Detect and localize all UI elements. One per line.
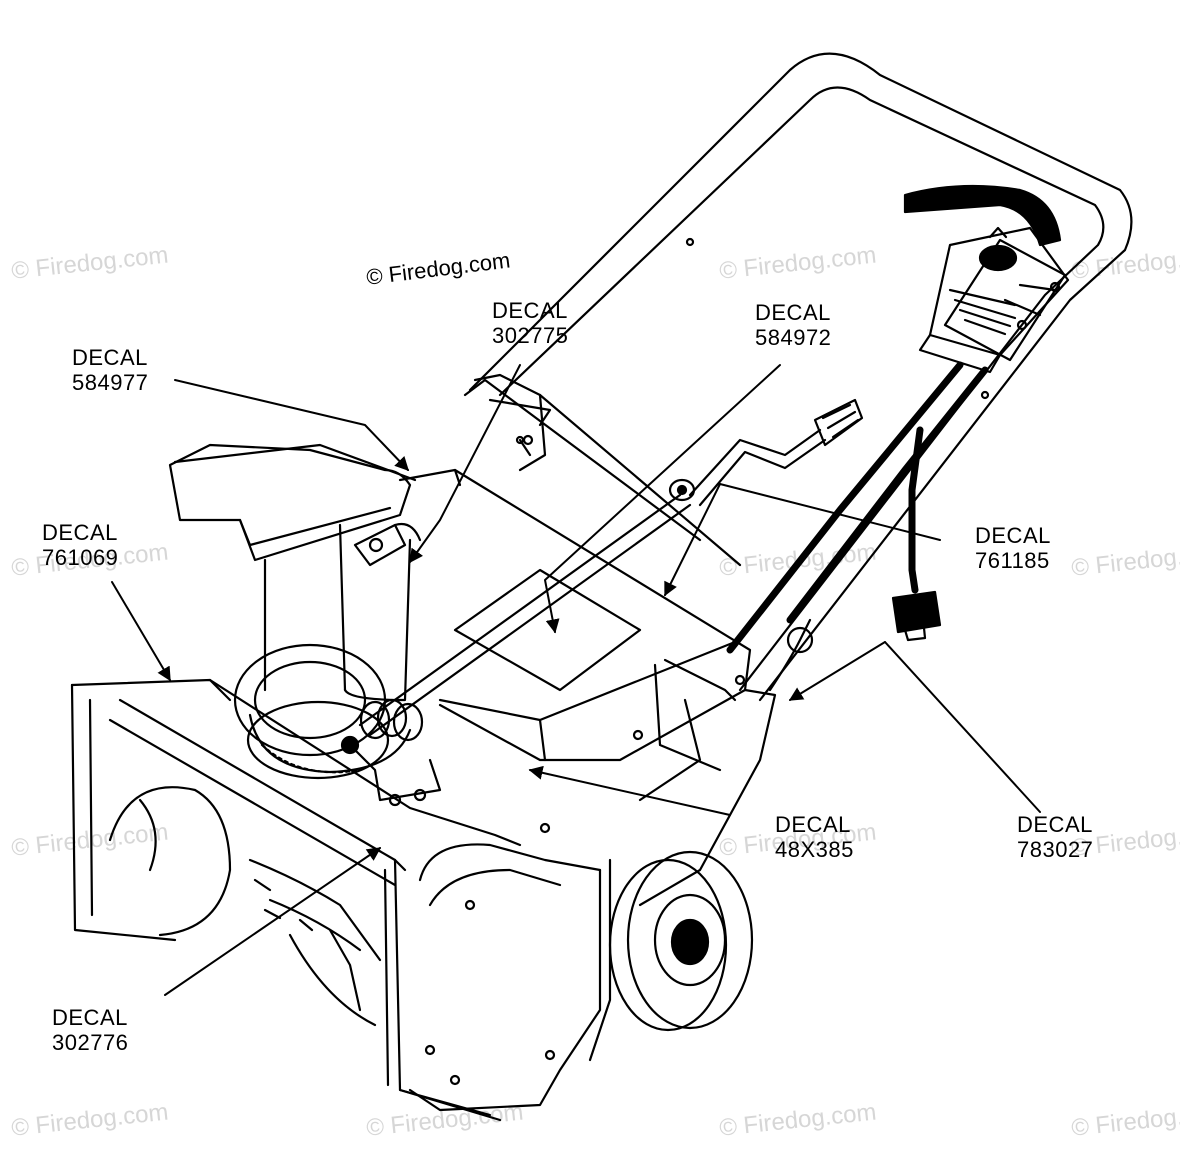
callout-302775: DECAL 302775 (492, 298, 568, 348)
callout-part-number: 48X385 (775, 837, 854, 862)
callout-title: DECAL (72, 345, 148, 370)
callout-title: DECAL (775, 812, 851, 837)
wheel (608, 850, 754, 1032)
callout-part-number: 584977 (72, 370, 149, 395)
leader-761185-b (664, 483, 721, 597)
handle-grip (903, 184, 1062, 247)
callout-title: DECAL (52, 1005, 128, 1030)
leader-584977 (174, 379, 409, 472)
handle (468, 52, 1133, 702)
switch-box (918, 226, 1070, 374)
callout-title: DECAL (755, 300, 831, 325)
cord-plug (891, 590, 942, 642)
callout-761185: DECAL 761185 (975, 523, 1051, 573)
callout-part-number: 761185 (975, 548, 1050, 573)
callout-part-number: 783027 (1017, 837, 1094, 862)
discharge-chute (168, 443, 422, 702)
callout-584972: DECAL 584972 (755, 300, 831, 350)
callout-title: DECAL (492, 298, 568, 323)
leader-48X385 (528, 765, 731, 816)
callout-part-number: 302776 (52, 1030, 129, 1055)
callout-part-number: 584972 (755, 325, 832, 350)
callout-584977: DECAL 584977 (72, 345, 148, 395)
callout-title: DECAL (975, 523, 1051, 548)
leader-783027-a (884, 641, 1041, 813)
callout-title: DECAL (42, 520, 118, 545)
leader-761069 (111, 581, 171, 682)
chute-ring (233, 643, 412, 780)
auger (108, 786, 382, 1027)
callout-part-number: 761069 (42, 545, 119, 570)
chute-control-rod (358, 398, 864, 737)
leader-783027-b (788, 641, 886, 701)
leader-302775 (409, 364, 521, 564)
callout-part-number: 302775 (492, 323, 569, 348)
callout-783027: DECAL 783027 (1017, 812, 1093, 862)
auger-housing (70, 678, 612, 1122)
callout-302776: DECAL 302776 (52, 1005, 128, 1055)
power-cord (726, 361, 989, 654)
leader-761185-a (719, 483, 941, 541)
leader-584972 (544, 364, 781, 634)
callout-title: DECAL (1017, 812, 1093, 837)
callout-761069: DECAL 761069 (42, 520, 118, 570)
leader-302776 (164, 847, 382, 996)
side-frame (638, 618, 814, 907)
leader-lines (111, 364, 1041, 996)
dash-panel (463, 373, 742, 567)
callout-48X385: DECAL 48X385 (775, 812, 854, 862)
chute-spring (340, 698, 442, 807)
